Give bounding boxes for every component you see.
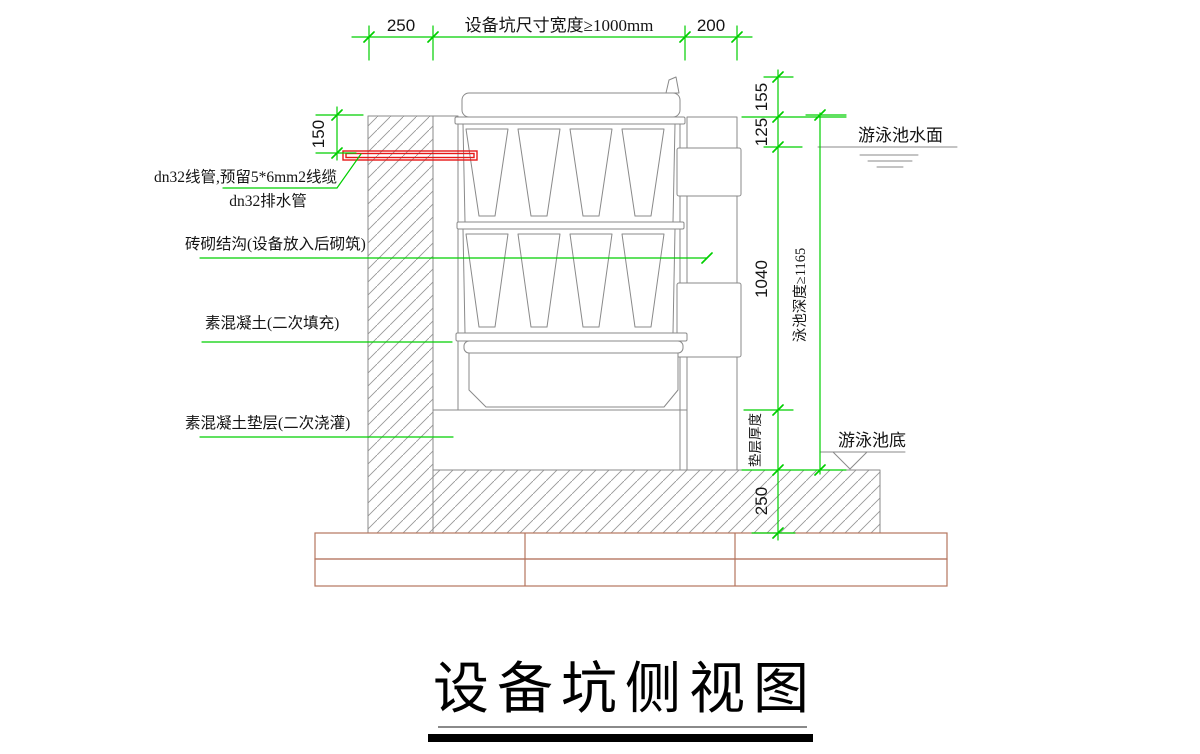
lid-flange xyxy=(454,116,686,125)
leader-brick-trench xyxy=(199,252,713,264)
dim-pool-depth: 泳池深度≥1165 xyxy=(792,248,809,342)
concrete-cushion-layer xyxy=(432,409,688,471)
drawing-title: 设备坑侧视图 xyxy=(433,659,817,721)
tank-lid xyxy=(461,92,681,118)
label-brick-trench: 砖砌结沟(设备放入后砌筑) xyxy=(185,235,366,253)
tank-lower-ribs xyxy=(465,233,665,328)
water-surface-mark xyxy=(817,146,958,168)
left-dimension-150 xyxy=(315,106,364,161)
tank-lower-body xyxy=(462,228,676,334)
level-triangle-icon xyxy=(832,451,868,470)
leader-conduit xyxy=(222,153,362,189)
label-fill-concrete: 素混凝土(二次填充) xyxy=(205,314,339,332)
red-conduit-pipe xyxy=(342,150,478,161)
tank-tub-rim xyxy=(463,340,684,354)
dim-brick-width: 200 xyxy=(697,16,725,35)
dim-conduit-offset: 150 xyxy=(309,120,328,148)
tank-upper-body xyxy=(462,123,676,223)
top-dimension xyxy=(351,25,753,61)
label-cushion-concrete: 素混凝土垫层(二次浇灌) xyxy=(185,414,350,432)
foundation-band xyxy=(314,532,948,560)
dim-155: 155 xyxy=(752,83,771,111)
water-symbol xyxy=(859,154,919,168)
tank-mid-flange xyxy=(456,221,685,230)
pool-floor-slab xyxy=(432,469,881,534)
pool-depth-dimension xyxy=(805,109,847,476)
right-dimension-chain xyxy=(741,69,847,541)
foundation-joints xyxy=(524,533,736,586)
left-wall xyxy=(367,115,434,534)
dim-1040: 1040 xyxy=(752,260,771,298)
dim-pit-width: 设备坑尺寸宽度≥1000mm xyxy=(465,16,654,35)
dim-slab-250: 250 xyxy=(752,487,771,515)
pool-bottom-mark xyxy=(819,451,906,470)
lid-vent-tab xyxy=(665,76,680,94)
wall-sleeve-box-lower xyxy=(676,282,742,358)
dim-wall-thickness: 250 xyxy=(387,16,415,35)
tank-tub xyxy=(468,352,679,408)
label-drain: dn32排水管 xyxy=(229,192,307,210)
tank-upper-ribs xyxy=(465,128,665,217)
title-underline-thick xyxy=(428,734,813,742)
wall-sleeve-box-upper xyxy=(676,147,742,197)
dim-cushion-thickness: 垫层厚度 xyxy=(748,413,763,467)
equipment-tank xyxy=(454,76,688,408)
tank-bottom-flange xyxy=(455,332,688,342)
gravel-band xyxy=(314,558,948,587)
dimension-lines xyxy=(199,25,847,541)
base-structure xyxy=(314,115,948,587)
title-block: 设备坑侧视图 xyxy=(428,659,817,742)
label-pool-bottom: 游泳池底 xyxy=(838,431,906,450)
label-conduit: dn32线管,预留5*6mm2线缆 xyxy=(154,168,337,186)
annotation-texts: 250 设备坑尺寸宽度≥1000mm 200 150 dn32线管,预留5*6m… xyxy=(154,16,943,515)
label-water-surface: 游泳池水面 xyxy=(858,126,943,145)
dim-125: 125 xyxy=(752,118,771,146)
